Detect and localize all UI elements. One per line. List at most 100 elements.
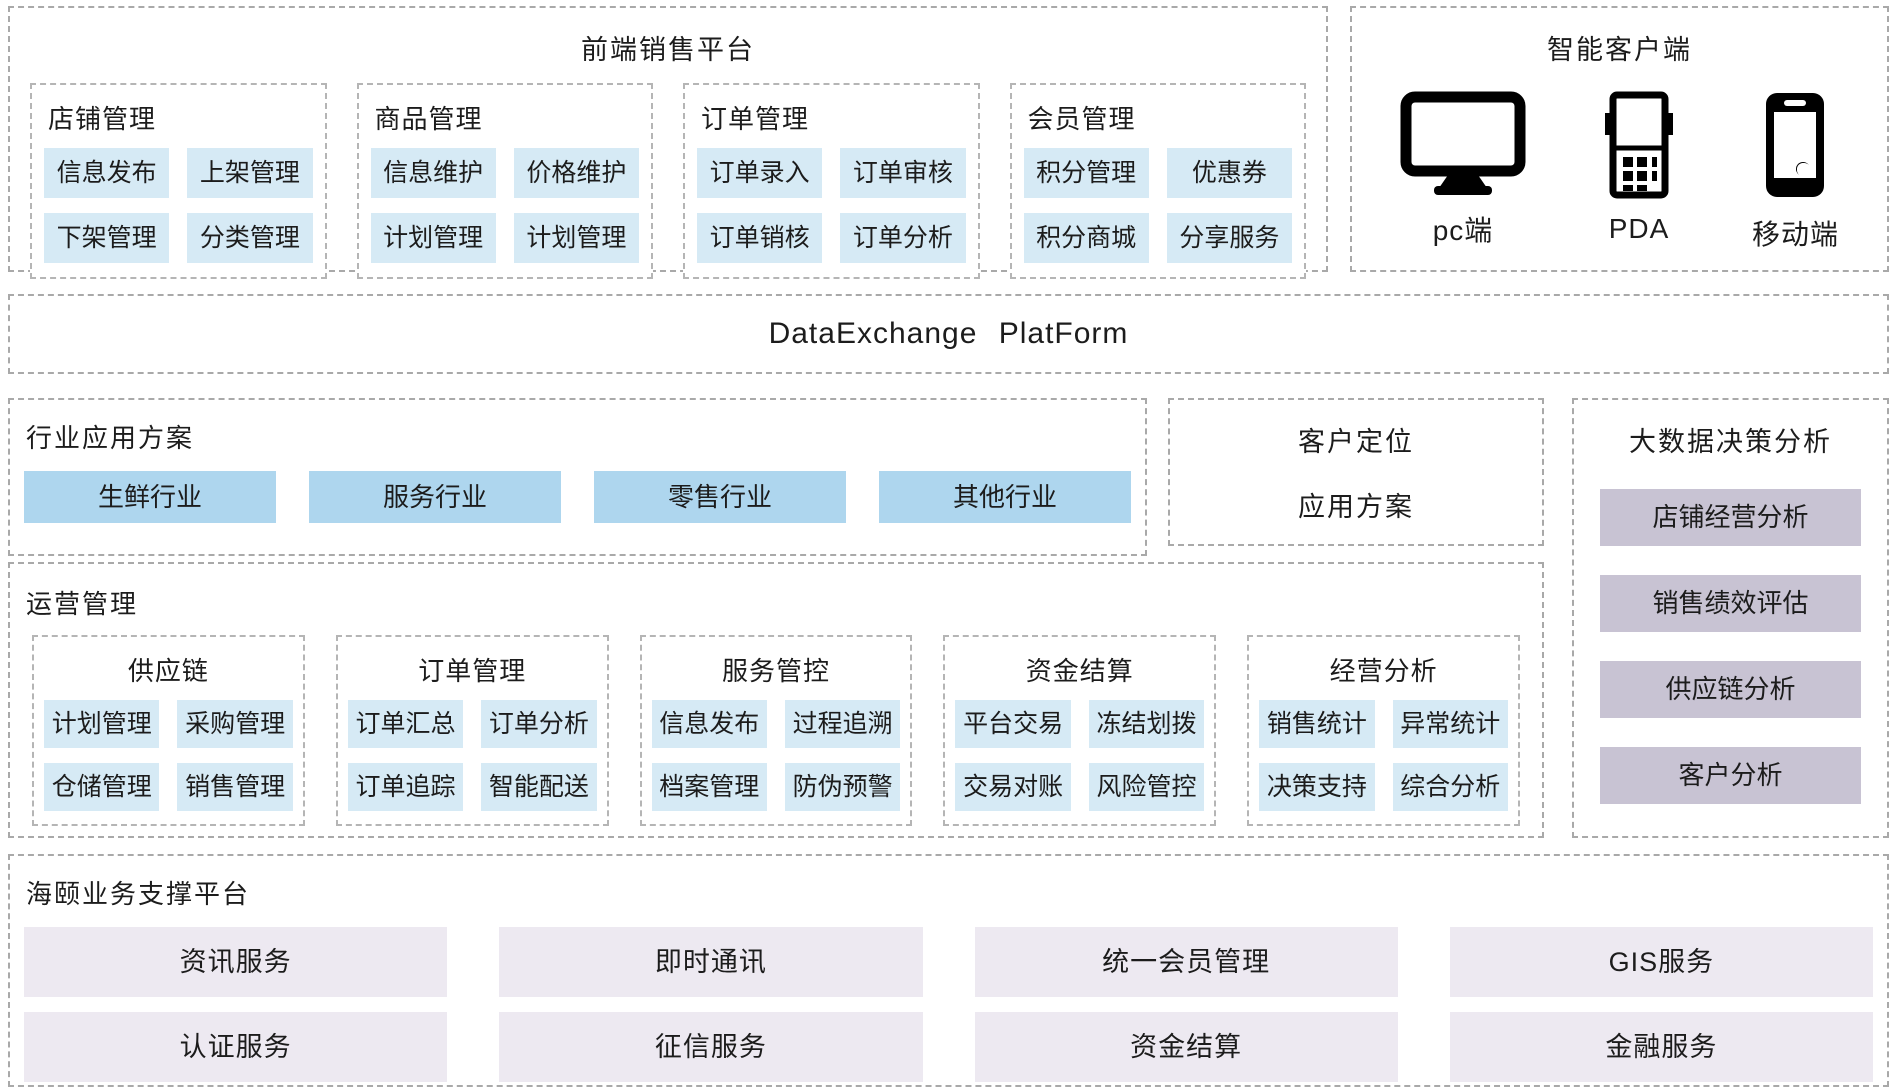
smart-client-section: 智能客户端 pc端 [1350, 6, 1889, 272]
bigdata-analysis-title: 大数据决策分析 [1629, 427, 1832, 457]
mobile-phone-icon [1766, 93, 1825, 197]
feature-item: 过程追溯 [784, 700, 901, 748]
support-service-item: 金融服务 [1449, 1012, 1873, 1082]
industry-solutions-section: 行业应用方案 生鲜行业 服务行业 零售行业 其他行业 [8, 398, 1147, 556]
feature-item: 防伪预警 [784, 763, 901, 811]
feature-item: 平台交易 [955, 700, 1071, 748]
device-label: 移动端 [1751, 219, 1839, 250]
group-member-management: 会员管理 积分管理 优惠券 积分商城 分享服务 [1009, 83, 1306, 279]
bigdata-items-column: 店铺经营分析 销售绩效评估 供应链分析 客户分析 [1600, 489, 1861, 804]
group-title: 店铺管理 [48, 104, 157, 134]
group-store-management: 店铺管理 信息发布 上架管理 下架管理 分类管理 [30, 83, 327, 279]
support-service-item: 即时通讯 [499, 927, 923, 997]
group-order-management-ops: 订单管理 订单汇总 订单分析 订单追踪 智能配送 [335, 635, 609, 826]
feature-item: 计划管理 [513, 213, 639, 263]
feature-item: 优惠券 [1166, 148, 1292, 198]
device-pc: pc端 [1400, 91, 1526, 253]
customer-positioning-section: 客户定位 应用方案 [1168, 398, 1544, 546]
industry-item: 服务行业 [309, 471, 561, 523]
operations-groups-row: 供应链 计划管理 采购管理 仓储管理 销售管理 订单管理 订单汇总 订单分析 订… [32, 635, 1520, 826]
feature-item: 订单追踪 [347, 763, 464, 811]
industry-item: 其他行业 [879, 471, 1131, 523]
desktop-monitor-icon [1400, 91, 1526, 195]
frontend-groups-row: 店铺管理 信息发布 上架管理 下架管理 分类管理 商品管理 信息维护 价格维护 … [30, 83, 1306, 279]
device-label: pc端 [1432, 215, 1494, 246]
data-exchange-title: DataExchange PlatForm [768, 317, 1129, 350]
group-product-management: 商品管理 信息维护 价格维护 计划管理 计划管理 [356, 83, 653, 279]
support-platform-title: 海颐业务支撑平台 [26, 879, 251, 909]
operations-management-section: 运营管理 供应链 计划管理 采购管理 仓储管理 销售管理 订单管理 订单汇总 订… [8, 562, 1544, 838]
feature-item: 综合分析 [1392, 763, 1508, 811]
analysis-item: 客户分析 [1600, 747, 1861, 804]
support-items-grid: 资讯服务 即时通讯 统一会员管理 GIS服务 认证服务 征信服务 资金结算 金融… [24, 927, 1873, 1082]
group-items: 信息发布 过程追溯 档案管理 防伪预警 [651, 700, 901, 811]
data-exchange-band: DataExchange PlatForm [8, 294, 1889, 374]
feature-item: 订单审核 [840, 148, 966, 198]
support-service-item: GIS服务 [1449, 927, 1873, 997]
support-service-item: 征信服务 [499, 1012, 923, 1082]
feature-item: 上架管理 [187, 148, 313, 198]
device-pda: PDA [1604, 91, 1674, 253]
group-business-analysis: 经营分析 销售统计 异常统计 决策支持 综合分析 [1247, 635, 1520, 826]
analysis-item: 销售绩效评估 [1600, 575, 1861, 632]
feature-item: 价格维护 [513, 148, 639, 198]
smart-client-title: 智能客户端 [1547, 35, 1692, 65]
group-title: 商品管理 [374, 104, 483, 134]
feature-item: 订单录入 [697, 148, 823, 198]
feature-item: 计划管理 [44, 700, 160, 748]
support-service-item: 资讯服务 [24, 927, 448, 997]
feature-item: 分享服务 [1166, 213, 1292, 263]
feature-item: 交易对账 [955, 763, 1071, 811]
industry-items-row: 生鲜行业 服务行业 零售行业 其他行业 [24, 471, 1131, 523]
devices-row: pc端 PDA [1352, 67, 1887, 253]
group-title: 会员管理 [1027, 104, 1136, 134]
frontend-sales-platform-section: 前端销售平台 店铺管理 信息发布 上架管理 下架管理 分类管理 商品管理 信息维… [8, 6, 1328, 279]
group-items: 订单汇总 订单分析 订单追踪 智能配送 [347, 700, 597, 811]
support-service-item: 资金结算 [974, 1012, 1398, 1082]
feature-item: 积分商城 [1023, 213, 1149, 263]
feature-item: 订单分析 [840, 213, 966, 263]
group-items: 订单录入 订单审核 订单销核 订单分析 [697, 148, 966, 263]
group-items: 积分管理 优惠券 积分商城 分享服务 [1023, 148, 1292, 263]
analysis-item: 供应链分析 [1600, 661, 1861, 718]
group-service-control: 服务管控 信息发布 过程追溯 档案管理 防伪预警 [639, 635, 913, 826]
feature-item: 积分管理 [1023, 148, 1149, 198]
frontend-platform-title: 前端销售平台 [581, 35, 755, 65]
group-title: 供应链 [127, 656, 209, 686]
group-items: 销售统计 异常统计 决策支持 综合分析 [1259, 700, 1508, 811]
group-items: 平台交易 冻结划拨 交易对账 风险管控 [955, 700, 1205, 811]
device-label: PDA [1608, 213, 1670, 244]
group-items: 信息维护 价格维护 计划管理 计划管理 [370, 148, 639, 263]
group-title: 服务管控 [721, 656, 830, 686]
feature-item: 销售统计 [1259, 700, 1375, 748]
feature-item: 信息维护 [370, 148, 496, 198]
feature-item: 采购管理 [177, 700, 293, 748]
feature-item: 信息发布 [44, 148, 170, 198]
feature-item: 异常统计 [1392, 700, 1508, 748]
device-mobile: 移动端 [1752, 91, 1839, 253]
feature-item: 档案管理 [651, 763, 767, 811]
feature-item: 订单分析 [481, 700, 597, 748]
industry-item: 零售行业 [594, 471, 846, 523]
feature-item: 销售管理 [177, 763, 293, 811]
feature-item: 订单销核 [697, 213, 823, 263]
pda-device-icon [1604, 91, 1673, 199]
feature-item: 风险管控 [1088, 763, 1205, 811]
feature-item: 仓储管理 [44, 763, 160, 811]
support-service-item: 认证服务 [24, 1012, 448, 1082]
feature-item: 订单汇总 [347, 700, 464, 748]
feature-item: 计划管理 [370, 213, 496, 263]
support-platform-section: 海颐业务支撑平台 资讯服务 即时通讯 统一会员管理 GIS服务 认证服务 征信服… [8, 854, 1889, 1087]
group-title: 订单管理 [701, 104, 810, 134]
feature-item: 冻结划拨 [1088, 700, 1205, 748]
feature-item: 智能配送 [481, 763, 597, 811]
industry-solutions-title: 行业应用方案 [26, 423, 195, 453]
group-items: 计划管理 采购管理 仓储管理 销售管理 [44, 700, 293, 811]
group-supply-chain: 供应链 计划管理 采购管理 仓储管理 销售管理 [32, 635, 305, 826]
group-order-management: 订单管理 订单录入 订单审核 订单销核 订单分析 [683, 83, 980, 279]
customer-positioning-line2: 应用方案 [1298, 492, 1414, 522]
group-title: 订单管理 [418, 656, 527, 686]
feature-item: 信息发布 [651, 700, 767, 748]
group-items: 信息发布 上架管理 下架管理 分类管理 [44, 148, 313, 263]
operations-title: 运营管理 [26, 589, 139, 619]
